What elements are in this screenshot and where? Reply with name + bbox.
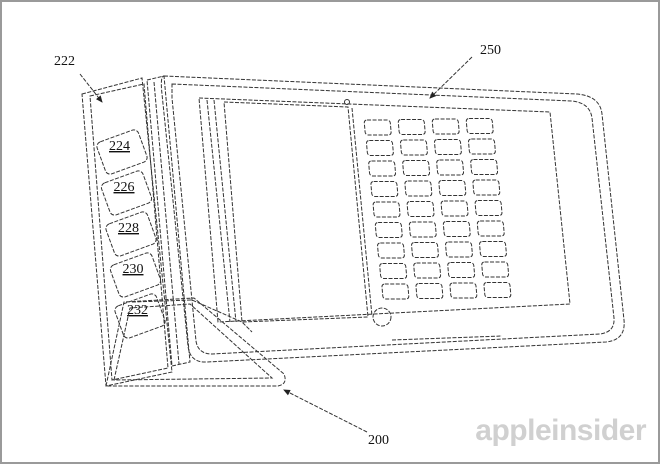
key xyxy=(402,160,431,176)
key xyxy=(438,180,467,196)
spine xyxy=(146,75,191,367)
leader-250 xyxy=(429,56,473,99)
panel-label: 224 xyxy=(109,139,130,154)
key xyxy=(442,221,471,237)
tablet-250 xyxy=(160,75,625,363)
key xyxy=(379,263,408,279)
key xyxy=(472,179,501,196)
key xyxy=(468,138,496,155)
panel-label: 230 xyxy=(123,262,144,277)
key xyxy=(465,118,494,134)
key xyxy=(368,160,397,177)
ref-222: 222 xyxy=(54,54,75,69)
home-button xyxy=(372,307,392,327)
key xyxy=(483,282,512,298)
panel-228: 228 xyxy=(105,211,157,257)
key xyxy=(436,159,465,176)
screen-pane xyxy=(223,101,369,323)
key xyxy=(434,139,462,155)
key xyxy=(366,140,394,156)
key xyxy=(370,181,399,197)
key xyxy=(408,221,437,238)
key xyxy=(470,159,499,175)
key xyxy=(397,119,426,135)
ref-200: 200 xyxy=(368,433,389,448)
key xyxy=(374,222,403,238)
key xyxy=(476,220,505,237)
key xyxy=(479,241,507,257)
key xyxy=(474,200,503,216)
panel-label: 228 xyxy=(118,221,139,236)
key xyxy=(440,200,469,217)
leader-200 xyxy=(283,389,368,433)
key xyxy=(377,242,405,259)
key xyxy=(411,242,439,258)
key xyxy=(363,119,392,136)
panel-224: 224 xyxy=(96,129,148,175)
camera-icon xyxy=(344,99,350,105)
key xyxy=(381,283,410,300)
panel-230: 230 xyxy=(109,252,162,298)
key xyxy=(415,283,444,299)
panel-label: 226 xyxy=(114,180,135,195)
leader-222 xyxy=(79,73,103,103)
key xyxy=(445,241,473,258)
key xyxy=(404,180,433,197)
keyboard xyxy=(363,118,512,300)
key xyxy=(372,201,401,218)
key xyxy=(400,139,428,156)
key xyxy=(481,261,510,278)
screen xyxy=(198,97,571,323)
key xyxy=(447,262,476,278)
key xyxy=(431,118,460,135)
panel-label: 232 xyxy=(127,303,148,318)
stand-200 xyxy=(105,297,286,387)
panel-226: 226 xyxy=(100,170,153,216)
key xyxy=(413,262,442,279)
cover-222: 224 226 228 230 232 xyxy=(81,77,173,387)
key xyxy=(449,282,478,299)
watermark-logo: appleinsider xyxy=(475,414,646,447)
key xyxy=(406,201,435,217)
ref-250: 250 xyxy=(480,43,501,58)
